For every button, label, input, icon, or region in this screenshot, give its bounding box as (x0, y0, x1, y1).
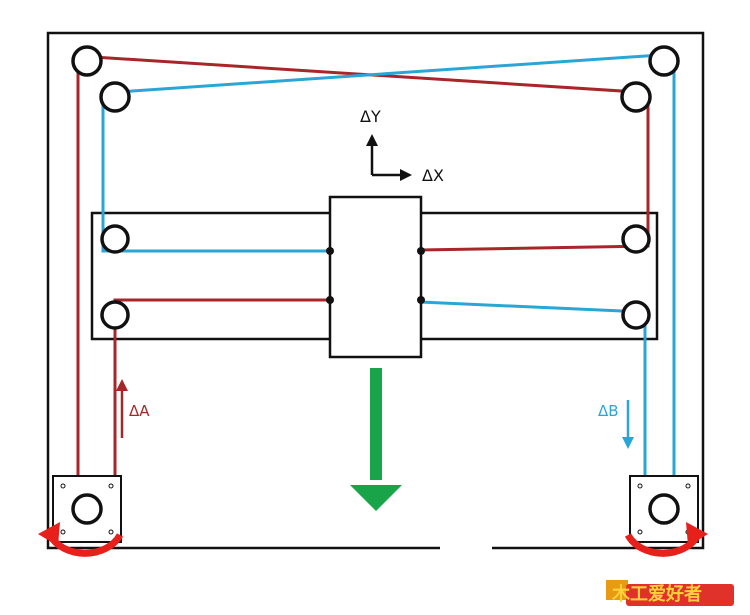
xy-axis-indicator (366, 134, 412, 181)
delta-b-label: ΔB (598, 402, 619, 420)
delta-b-arrow (622, 400, 634, 449)
idler-pulley-gantry-right-lower (621, 300, 651, 330)
delta-y-label: ΔY (360, 107, 381, 126)
belt-clamp (326, 247, 334, 255)
delta-a-label: ΔA (129, 402, 150, 420)
idler-pulley-gantry-left-lower (100, 300, 130, 330)
rotate-arrow-icon (38, 522, 124, 557)
motor-b (629, 475, 699, 543)
belt-clamp (417, 296, 425, 304)
rotate-arrow-icon (624, 522, 708, 557)
belt-clamp (326, 296, 334, 304)
watermark-logo: 木工爱好者 (606, 580, 734, 606)
idler-pulley-top-right-outer (648, 45, 680, 77)
belt-clamp (417, 247, 425, 255)
idler-pulley-top-left-outer (71, 45, 103, 77)
arrow-down-icon (350, 368, 402, 511)
motor-a (52, 475, 122, 543)
idler-pulley-gantry-left-upper (100, 224, 130, 254)
idler-pulley-gantry-right-upper (621, 224, 651, 254)
delta-x-label: ΔX (422, 166, 444, 185)
idler-pulley-top-left-inner (99, 81, 131, 113)
watermark-text: 木工爱好者 (611, 583, 702, 605)
idler-pulley-top-right-inner (620, 81, 652, 113)
delta-a-arrow (116, 379, 128, 438)
carriage (328, 195, 423, 359)
